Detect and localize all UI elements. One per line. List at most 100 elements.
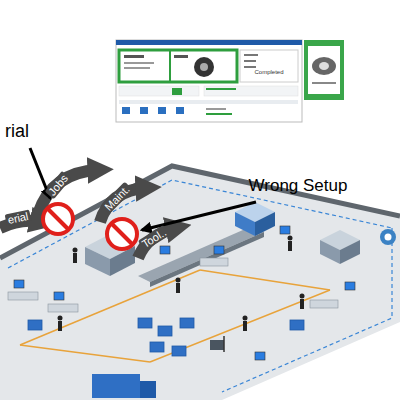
worker-body — [73, 253, 77, 263]
text-placeholder — [124, 55, 144, 58]
worker-body — [58, 321, 62, 331]
workstation — [48, 304, 78, 312]
worker-body — [243, 321, 247, 331]
stock-pallet — [180, 318, 194, 328]
worker — [58, 316, 63, 332]
callout-label: Wrong Setup — [249, 177, 348, 196]
pointer-arrow — [142, 202, 256, 230]
status-text: Completed — [252, 69, 285, 76]
prohibition-sign — [43, 204, 73, 234]
machine-side — [320, 240, 340, 264]
screenshot-button — [122, 107, 130, 114]
prohibition-bar — [112, 224, 132, 244]
stock-pallet — [28, 320, 42, 330]
screenshot-row — [119, 100, 298, 104]
tire-icon — [194, 57, 214, 77]
workstation — [200, 258, 228, 266]
walkway-line — [20, 270, 200, 345]
worker — [243, 316, 248, 332]
walkway-line — [200, 270, 330, 290]
machine-side — [235, 212, 255, 236]
monitor — [54, 292, 64, 300]
flow-label: Tool.. — [138, 225, 170, 251]
screenshot-row — [119, 86, 199, 96]
screenshot-button — [176, 107, 184, 114]
status-cell — [240, 50, 298, 82]
text-placeholder — [312, 82, 336, 84]
status-icon — [380, 229, 396, 245]
worker-head — [176, 278, 181, 283]
tire-hub — [319, 62, 329, 70]
monitor — [14, 280, 24, 288]
machine-side — [85, 247, 110, 276]
flow-label: Jobs — [45, 171, 72, 200]
worker-head — [300, 294, 305, 299]
worker-head — [58, 316, 63, 321]
stock-pallet — [150, 342, 164, 352]
worker-head — [288, 236, 293, 241]
floor-wall — [0, 166, 400, 258]
workstation — [8, 292, 38, 300]
tire-hub — [200, 63, 208, 71]
worker — [300, 294, 305, 310]
worker-head — [73, 248, 78, 253]
text-placeholder — [206, 113, 232, 115]
stock-pallet — [158, 326, 172, 336]
screenshot-button — [140, 107, 148, 114]
monitor — [280, 226, 290, 234]
status-icon-inner — [385, 234, 392, 241]
truck-body — [92, 374, 140, 398]
flow-label: Maint. — [101, 182, 134, 215]
text-placeholder — [244, 66, 256, 68]
status-tile — [119, 50, 237, 82]
text-placeholder — [174, 55, 188, 58]
worker-body — [288, 241, 292, 251]
screenshot-titlebar — [116, 40, 302, 45]
product-tile — [304, 40, 344, 100]
worker — [288, 236, 293, 252]
monitor — [214, 246, 224, 254]
forklift-mast — [223, 336, 225, 352]
dashed-boundary — [222, 228, 392, 392]
callout-label: rial — [5, 122, 29, 142]
stock-pallet — [290, 320, 304, 330]
machine-side — [255, 212, 275, 236]
worker-head — [243, 316, 248, 321]
worker-body — [300, 299, 304, 309]
worker — [73, 248, 78, 264]
forklift — [210, 340, 224, 350]
tile-divider — [169, 50, 171, 82]
monitor — [160, 246, 170, 254]
screenshot-icon — [172, 88, 182, 95]
machine-side — [340, 240, 360, 264]
text-placeholder — [206, 88, 236, 90]
prohibition-sign — [107, 219, 137, 249]
screenshot-row — [204, 86, 298, 96]
worker — [176, 278, 181, 294]
walkway-line — [150, 290, 330, 362]
stock-pallet — [172, 346, 186, 356]
factory-floor — [0, 166, 400, 400]
product-tile-inner — [308, 46, 340, 94]
screenshot-button — [158, 107, 166, 114]
walkway-line — [20, 345, 150, 362]
worker-body — [176, 283, 180, 293]
tire-icon — [312, 57, 336, 75]
workstation — [310, 300, 338, 308]
truck-cab — [140, 381, 156, 398]
text-placeholder — [124, 67, 150, 69]
conveyor-side — [150, 232, 264, 287]
monitor — [255, 352, 265, 360]
stock-pallet — [138, 318, 152, 328]
text-placeholder — [244, 54, 258, 56]
text-placeholder — [244, 60, 256, 62]
text-placeholder — [124, 62, 154, 64]
monitor — [345, 282, 355, 290]
prohibition-bar — [48, 209, 68, 229]
flow-label: erial — [5, 210, 32, 227]
text-placeholder — [206, 108, 226, 110]
screenshot-panel — [116, 40, 302, 122]
